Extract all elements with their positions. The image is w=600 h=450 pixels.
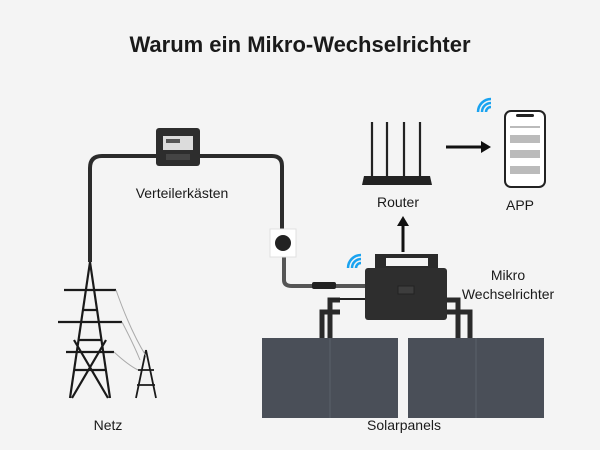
label-router: Router: [376, 194, 420, 210]
solar-panel-icon: [408, 338, 544, 418]
label-inverter-line1: Mikro: [490, 267, 526, 283]
cable-meter-socket: [200, 154, 284, 232]
router-icon: [362, 122, 432, 185]
cable-grid-meter: [88, 154, 158, 262]
power-lines: [113, 289, 147, 371]
label-app: APP: [505, 197, 535, 213]
arrow-up-icon: [397, 216, 409, 252]
label-inverter-line2: Wechselrichter: [461, 286, 555, 302]
power-tower-icon: [58, 261, 122, 399]
meter-icon: [156, 128, 200, 166]
arrow-right-icon: [446, 141, 491, 153]
socket-icon: [269, 228, 297, 258]
power-tower-icon: [135, 349, 157, 399]
inverter-icon: [319, 254, 473, 340]
cable-socket-inverter: [282, 255, 372, 288]
label-panels: Solarpanels: [367, 417, 441, 433]
phone-icon: [504, 110, 546, 188]
cable-connector: [312, 282, 336, 289]
label-meter: Verteilerkästen: [135, 185, 229, 201]
page-title: Warum ein Mikro-Wechselrichter: [129, 32, 471, 57]
solar-panel-icon: [262, 338, 398, 418]
wifi-icon: [346, 253, 362, 269]
label-grid: Netz: [93, 417, 123, 433]
wifi-icon: [476, 97, 492, 113]
